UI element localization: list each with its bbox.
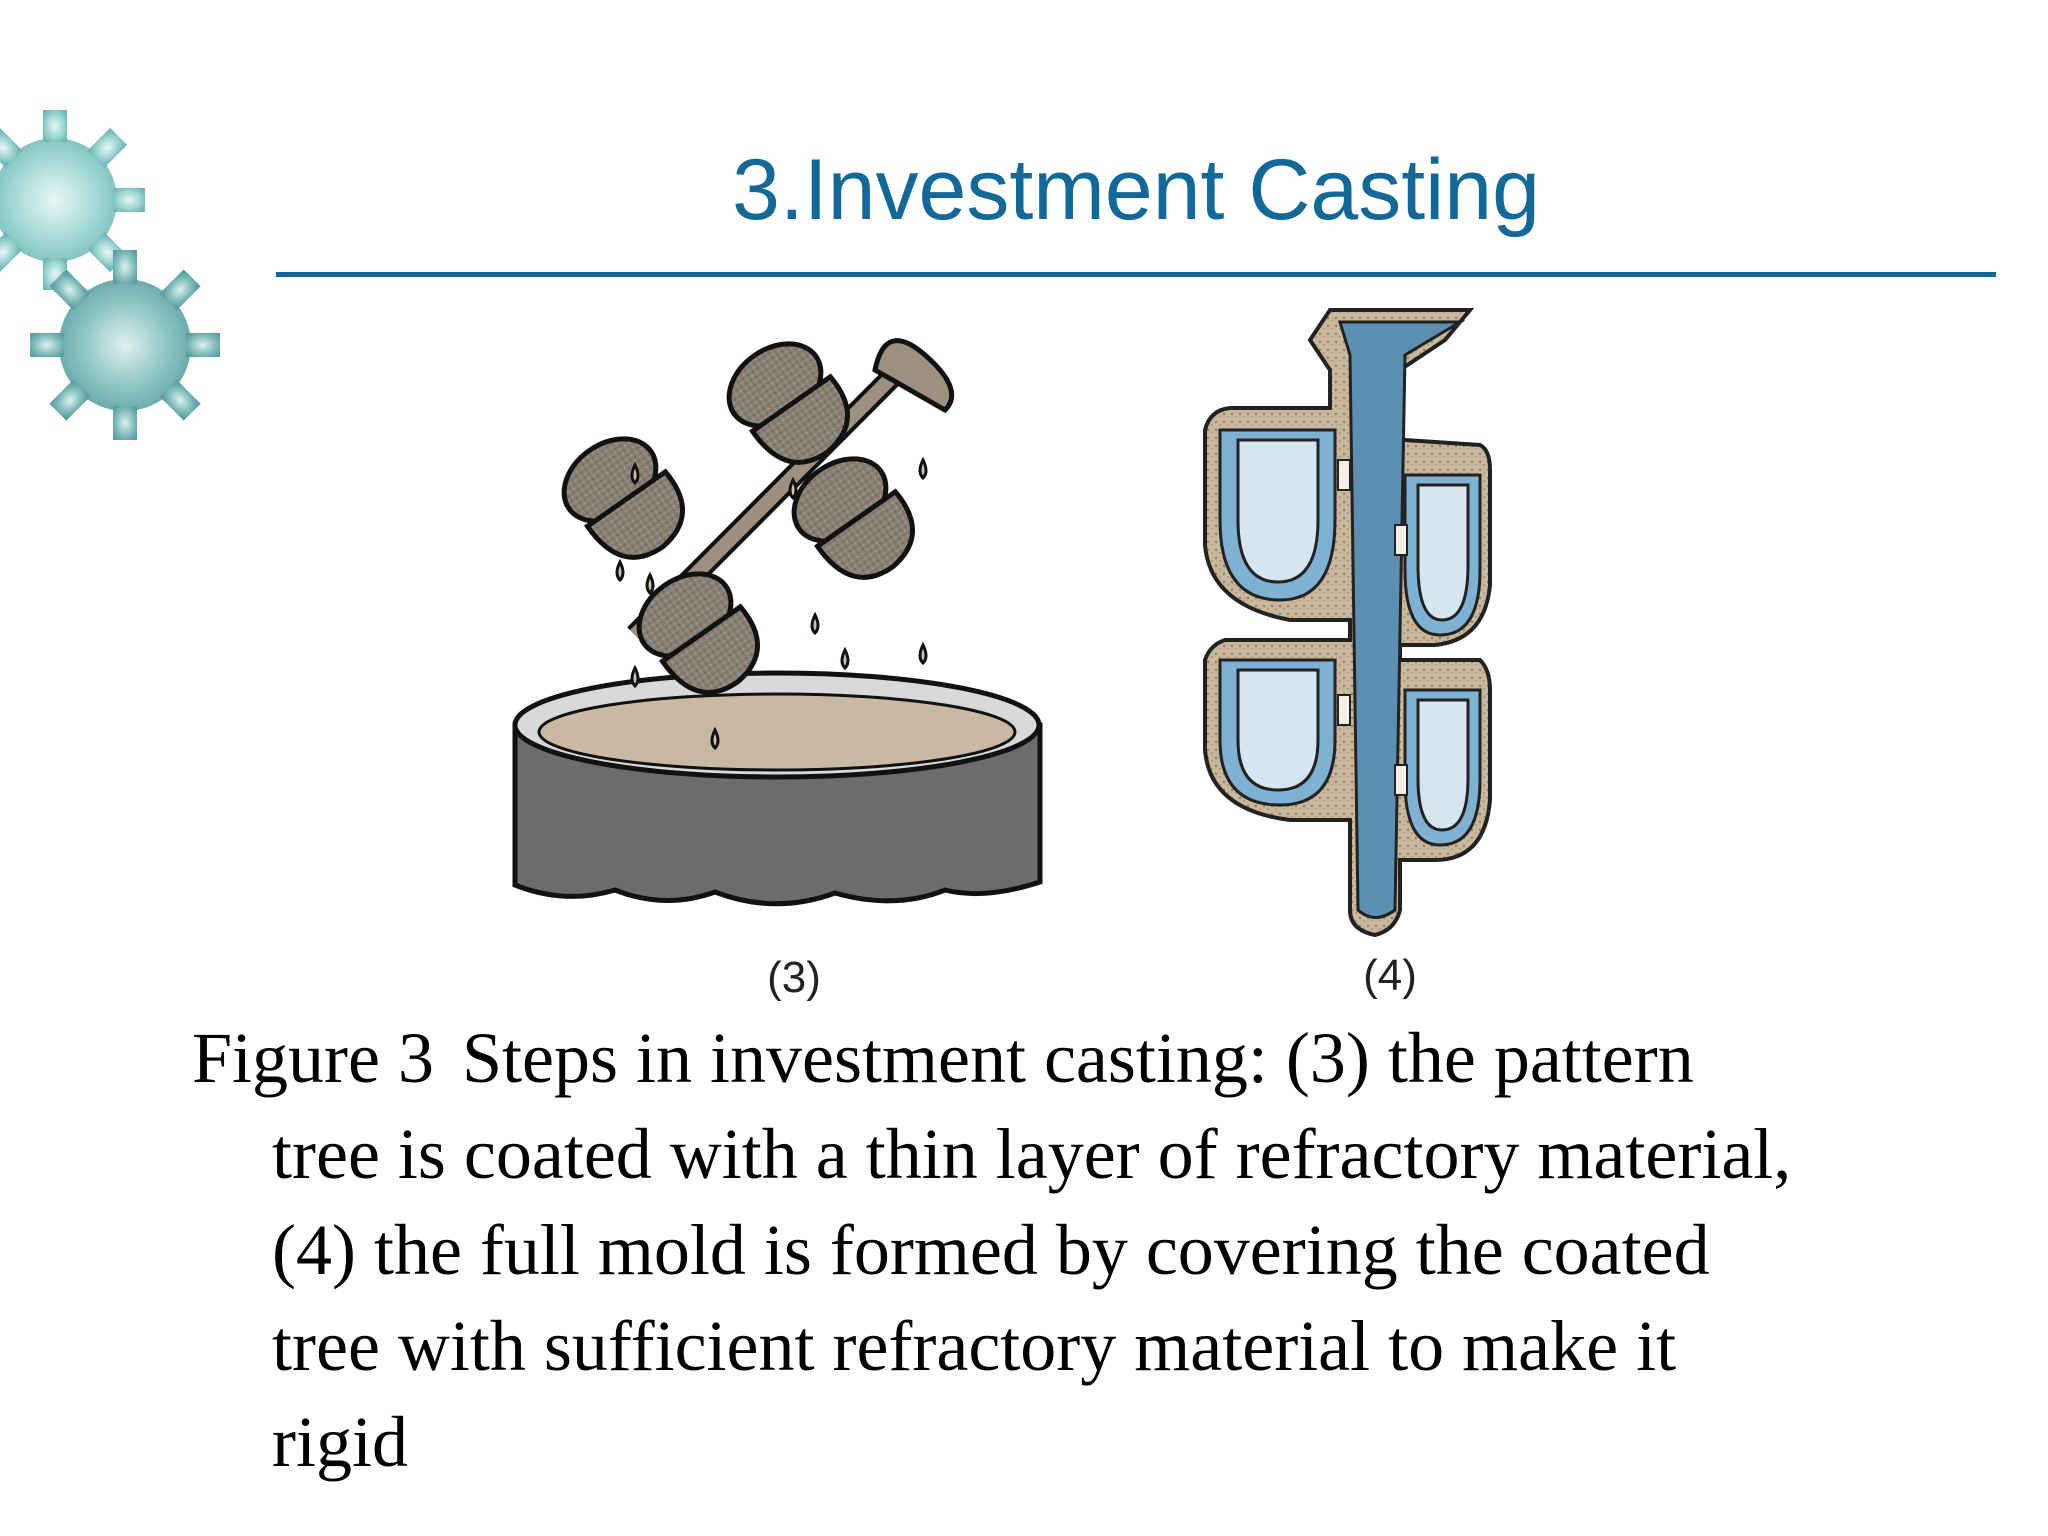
- title-divider: [276, 272, 1996, 277]
- caption-line-5: rigid: [272, 1402, 408, 1482]
- caption-line-1: Figure 3 Steps in investment casting: (3)…: [192, 1010, 1992, 1106]
- gates: [1337, 459, 1408, 796]
- sprue: [1337, 320, 1466, 919]
- slurry-tank: [512, 670, 1043, 907]
- gears-icon: [0, 110, 220, 440]
- caption-line-2: tree is coated with a thin layer of refr…: [272, 1114, 1792, 1194]
- caption-line-3: (4) the full mold is formed by covering …: [272, 1210, 1710, 1290]
- figure-label-4: (4): [1363, 951, 1417, 1000]
- figure-label-3: (3): [767, 953, 821, 1002]
- caption-line-4: tree with sufficient refractory material…: [272, 1306, 1677, 1386]
- mold-cavities: [1218, 428, 1482, 847]
- pattern-tree: [561, 338, 955, 695]
- slide-title: 3.Investment Casting: [732, 142, 1540, 238]
- full-mold-cross-section-icon: [1203, 308, 1492, 938]
- pattern-tree-dipping-icon: [512, 338, 1043, 907]
- caption-heading: Figure 3: [192, 1018, 434, 1098]
- caption-line-1-text: Steps in investment casting: (3) the pat…: [461, 1018, 1694, 1098]
- figure-caption: Figure 3 Steps in investment casting: (3)…: [192, 1010, 1992, 1490]
- slurry-drips: [615, 456, 928, 751]
